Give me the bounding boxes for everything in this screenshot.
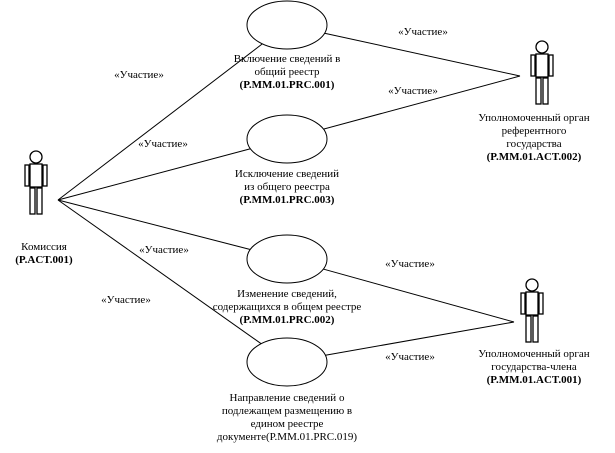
use-case-label: Исключение сведений — [235, 168, 339, 180]
association-label: «Участие» — [398, 26, 448, 38]
use-case-label: документе(P.MM.01.PRC.019) — [217, 431, 357, 443]
association-label: «Участие» — [385, 351, 435, 363]
actor-label: (P.MM.01.ACT.001) — [487, 374, 582, 386]
association-line-commission-uc3 — [57, 199, 251, 251]
actor-icon[interactable] — [24, 150, 48, 215]
association-labels: «Участие» «Участие» «Участие» «Участие» «Уча… — [101, 26, 448, 363]
actor-label: Уполномоченный орган — [478, 112, 590, 124]
association-line-uc2-referent — [323, 75, 521, 130]
use-case-label: содержащихся в общем реестре — [213, 301, 362, 313]
actor-label: референтного — [502, 125, 567, 137]
actor-label: Уполномоченный орган — [478, 348, 590, 360]
association-line-commission-uc4 — [57, 199, 262, 345]
actor-label: (P.ACT.001) — [15, 254, 73, 266]
association-label: «Участие» — [114, 69, 164, 81]
use-case-ellipse[interactable] — [246, 337, 328, 387]
use-case-label: (P.MM.01.PRC.001) — [240, 79, 335, 91]
association-label: «Участие» — [138, 138, 188, 150]
use-case-label: подлежащем размещению в — [222, 405, 352, 417]
actor-member[interactable]: Уполномоченный органгосударства-члена(P.… — [478, 278, 590, 386]
association-label: «Участие» — [139, 244, 189, 256]
use-case-label: едином реестре — [251, 418, 324, 430]
actor-commission[interactable]: Комиссия(P.ACT.001) — [15, 150, 73, 266]
associations — [57, 32, 521, 356]
association-line-uc3-member — [323, 268, 515, 323]
actor-label: Комиссия — [21, 241, 67, 253]
use-case-label: (P.MM.01.PRC.003) — [240, 194, 335, 206]
use-case-uc3[interactable]: Изменение сведений,содержащихся в общем … — [213, 234, 362, 326]
use-case-ellipse[interactable] — [246, 114, 328, 164]
actor-referent[interactable]: Уполномоченный органреферентногогосударс… — [478, 40, 590, 163]
association-line-commission-uc1 — [57, 43, 263, 201]
use-case-label: общий реестр — [255, 66, 320, 78]
use-case-label: Включение сведений в — [234, 53, 341, 65]
use-case-ellipse[interactable] — [246, 0, 328, 50]
use-case-label: (P.MM.01.PRC.002) — [240, 314, 335, 326]
actor-label: государства — [506, 138, 561, 150]
actor-icon[interactable] — [530, 40, 554, 105]
association-line-uc1-referent — [324, 32, 521, 77]
actor-label: (P.MM.01.ACT.002) — [487, 151, 582, 163]
actor-icon[interactable] — [520, 278, 544, 343]
use-case-label: Направление сведений о — [230, 392, 345, 404]
use-case-ellipse[interactable] — [246, 234, 328, 284]
use-case-label: из общего реестра — [244, 181, 330, 193]
association-line-uc4-member — [325, 321, 515, 356]
association-line-commission-uc2 — [57, 148, 251, 201]
use-case-label: Изменение сведений, — [237, 288, 337, 300]
actor-label: государства-члена — [491, 361, 577, 373]
association-label: «Участие» — [101, 294, 151, 306]
association-label: «Участие» — [385, 258, 435, 270]
association-label: «Участие» — [388, 85, 438, 97]
